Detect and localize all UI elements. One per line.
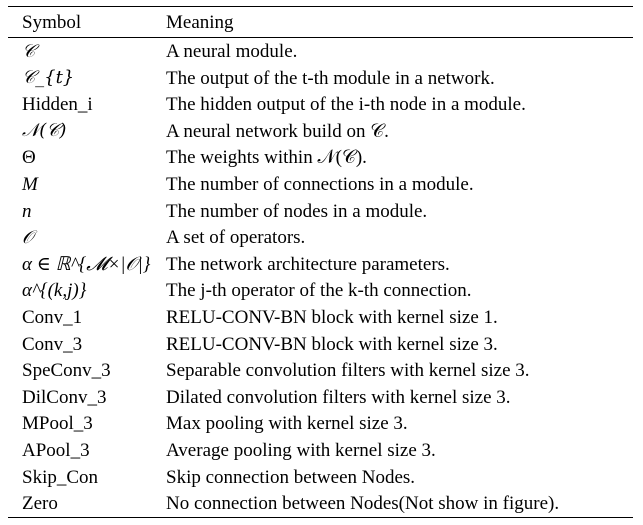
meaning-cell: Average pooling with kernel size 3. bbox=[166, 440, 436, 461]
table-row: MPool_3 Max pooling with kernel size 3. bbox=[8, 411, 633, 438]
meaning-cell: The network architecture parameters. bbox=[166, 253, 450, 275]
meaning-cell: The output of the t-th module in a netwo… bbox=[166, 67, 495, 89]
header-symbol: Symbol bbox=[22, 11, 82, 33]
table-row: n The number of nodes in a module. bbox=[8, 198, 633, 225]
meaning-cell: A neural network build on 𝒞. bbox=[166, 120, 389, 142]
table-body: 𝒞 A neural module. 𝒞_{t} The output of t… bbox=[8, 38, 633, 517]
symbol-cell: APool_3 bbox=[22, 440, 90, 461]
meaning-cell: RELU-CONV-BN block with kernel size 1. bbox=[166, 307, 498, 329]
top-rule bbox=[8, 6, 633, 8]
symbol-cell: 𝒪 bbox=[22, 226, 34, 248]
meaning-cell: The hidden output of the i-th node in a … bbox=[166, 94, 526, 116]
table-row: Conv_1 RELU-CONV-BN block with kernel si… bbox=[8, 304, 633, 331]
symbol-cell: n bbox=[22, 200, 32, 222]
symbol-cell: M bbox=[22, 174, 38, 196]
table-row: Skip_Con Skip connection between Nodes. bbox=[8, 464, 633, 491]
symbol-cell: SpeConv_3 bbox=[22, 360, 111, 382]
table-row: SpeConv_3 Separable convolution filters … bbox=[8, 357, 633, 384]
symbol-cell: 𝒩(𝒞) bbox=[22, 120, 67, 142]
symbol-cell: Skip_Con bbox=[22, 466, 99, 488]
symbol-cell: 𝒞 bbox=[22, 40, 36, 62]
symbol-cell: Hidden_i bbox=[22, 94, 93, 116]
table-row: α ∈ ℝ^{𝓜×|𝒪|} The network architecture p… bbox=[8, 251, 633, 278]
meaning-cell: RELU-CONV-BN block with kernel size 3. bbox=[166, 333, 498, 355]
meaning-cell: A set of operators. bbox=[166, 227, 306, 249]
meaning-cell: The weights within 𝒩(𝒞). bbox=[166, 147, 367, 169]
symbol-cell: α^{(k,j)} bbox=[22, 280, 87, 302]
bottom-rule bbox=[8, 516, 633, 519]
notation-table: Symbol Meaning 𝒞 A neural module. 𝒞_{t} … bbox=[8, 6, 633, 519]
meaning-cell: A neural module. bbox=[166, 41, 298, 63]
meaning-cell: Skip connection between Nodes. bbox=[166, 466, 416, 488]
table-row: 𝒪 A set of operators. bbox=[8, 224, 633, 251]
table-row: Conv_3 RELU-CONV-BN block with kernel si… bbox=[8, 331, 633, 358]
symbol-cell: Θ bbox=[22, 147, 36, 169]
meaning-cell: Dilated convolution filters with kernel … bbox=[166, 386, 511, 408]
meaning-cell: The number of connections in a module. bbox=[166, 174, 474, 196]
symbol-cell: DilConv_3 bbox=[22, 386, 107, 408]
symbol-cell: α ∈ ℝ^{𝓜×|𝒪|} bbox=[22, 253, 151, 275]
table-row: DilConv_3 Dilated convolution filters wi… bbox=[8, 384, 633, 411]
meaning-cell: Separable convolution filters with kerne… bbox=[166, 360, 530, 382]
meaning-cell: The j-th operator of the k-th connection… bbox=[166, 280, 472, 302]
header-meaning: Meaning bbox=[166, 11, 234, 33]
symbol-cell: MPool_3 bbox=[22, 413, 93, 435]
meaning-cell: Max pooling with kernel size 3. bbox=[166, 413, 408, 435]
table-row: Zero No connection between Nodes(Not sho… bbox=[8, 490, 633, 517]
table-row: Hidden_i The hidden output of the i-th n… bbox=[8, 91, 633, 118]
header-row: Symbol Meaning bbox=[8, 7, 633, 37]
table-row: 𝒞_{t} The output of the t-th module in a… bbox=[8, 65, 633, 92]
symbol-cell: Conv_3 bbox=[22, 333, 83, 355]
header-rule bbox=[8, 37, 633, 39]
table-row: APool_3 Average pooling with kernel size… bbox=[8, 437, 633, 464]
table-row: Θ The weights within 𝒩(𝒞). bbox=[8, 145, 633, 172]
table-row: α^{(k,j)} The j-th operator of the k-th … bbox=[8, 278, 633, 305]
symbol-cell: Zero bbox=[22, 493, 58, 515]
meaning-cell: No connection between Nodes(Not show in … bbox=[166, 493, 560, 515]
meaning-cell: The number of nodes in a module. bbox=[166, 200, 428, 222]
table-row: 𝒞 A neural module. bbox=[8, 38, 633, 65]
table-row: 𝒩(𝒞) A neural network build on 𝒞. bbox=[8, 118, 633, 145]
symbol-cell: 𝒞_{t} bbox=[22, 67, 75, 89]
symbol-cell: Conv_1 bbox=[22, 307, 83, 329]
table-row: M The number of connections in a module. bbox=[8, 171, 633, 198]
